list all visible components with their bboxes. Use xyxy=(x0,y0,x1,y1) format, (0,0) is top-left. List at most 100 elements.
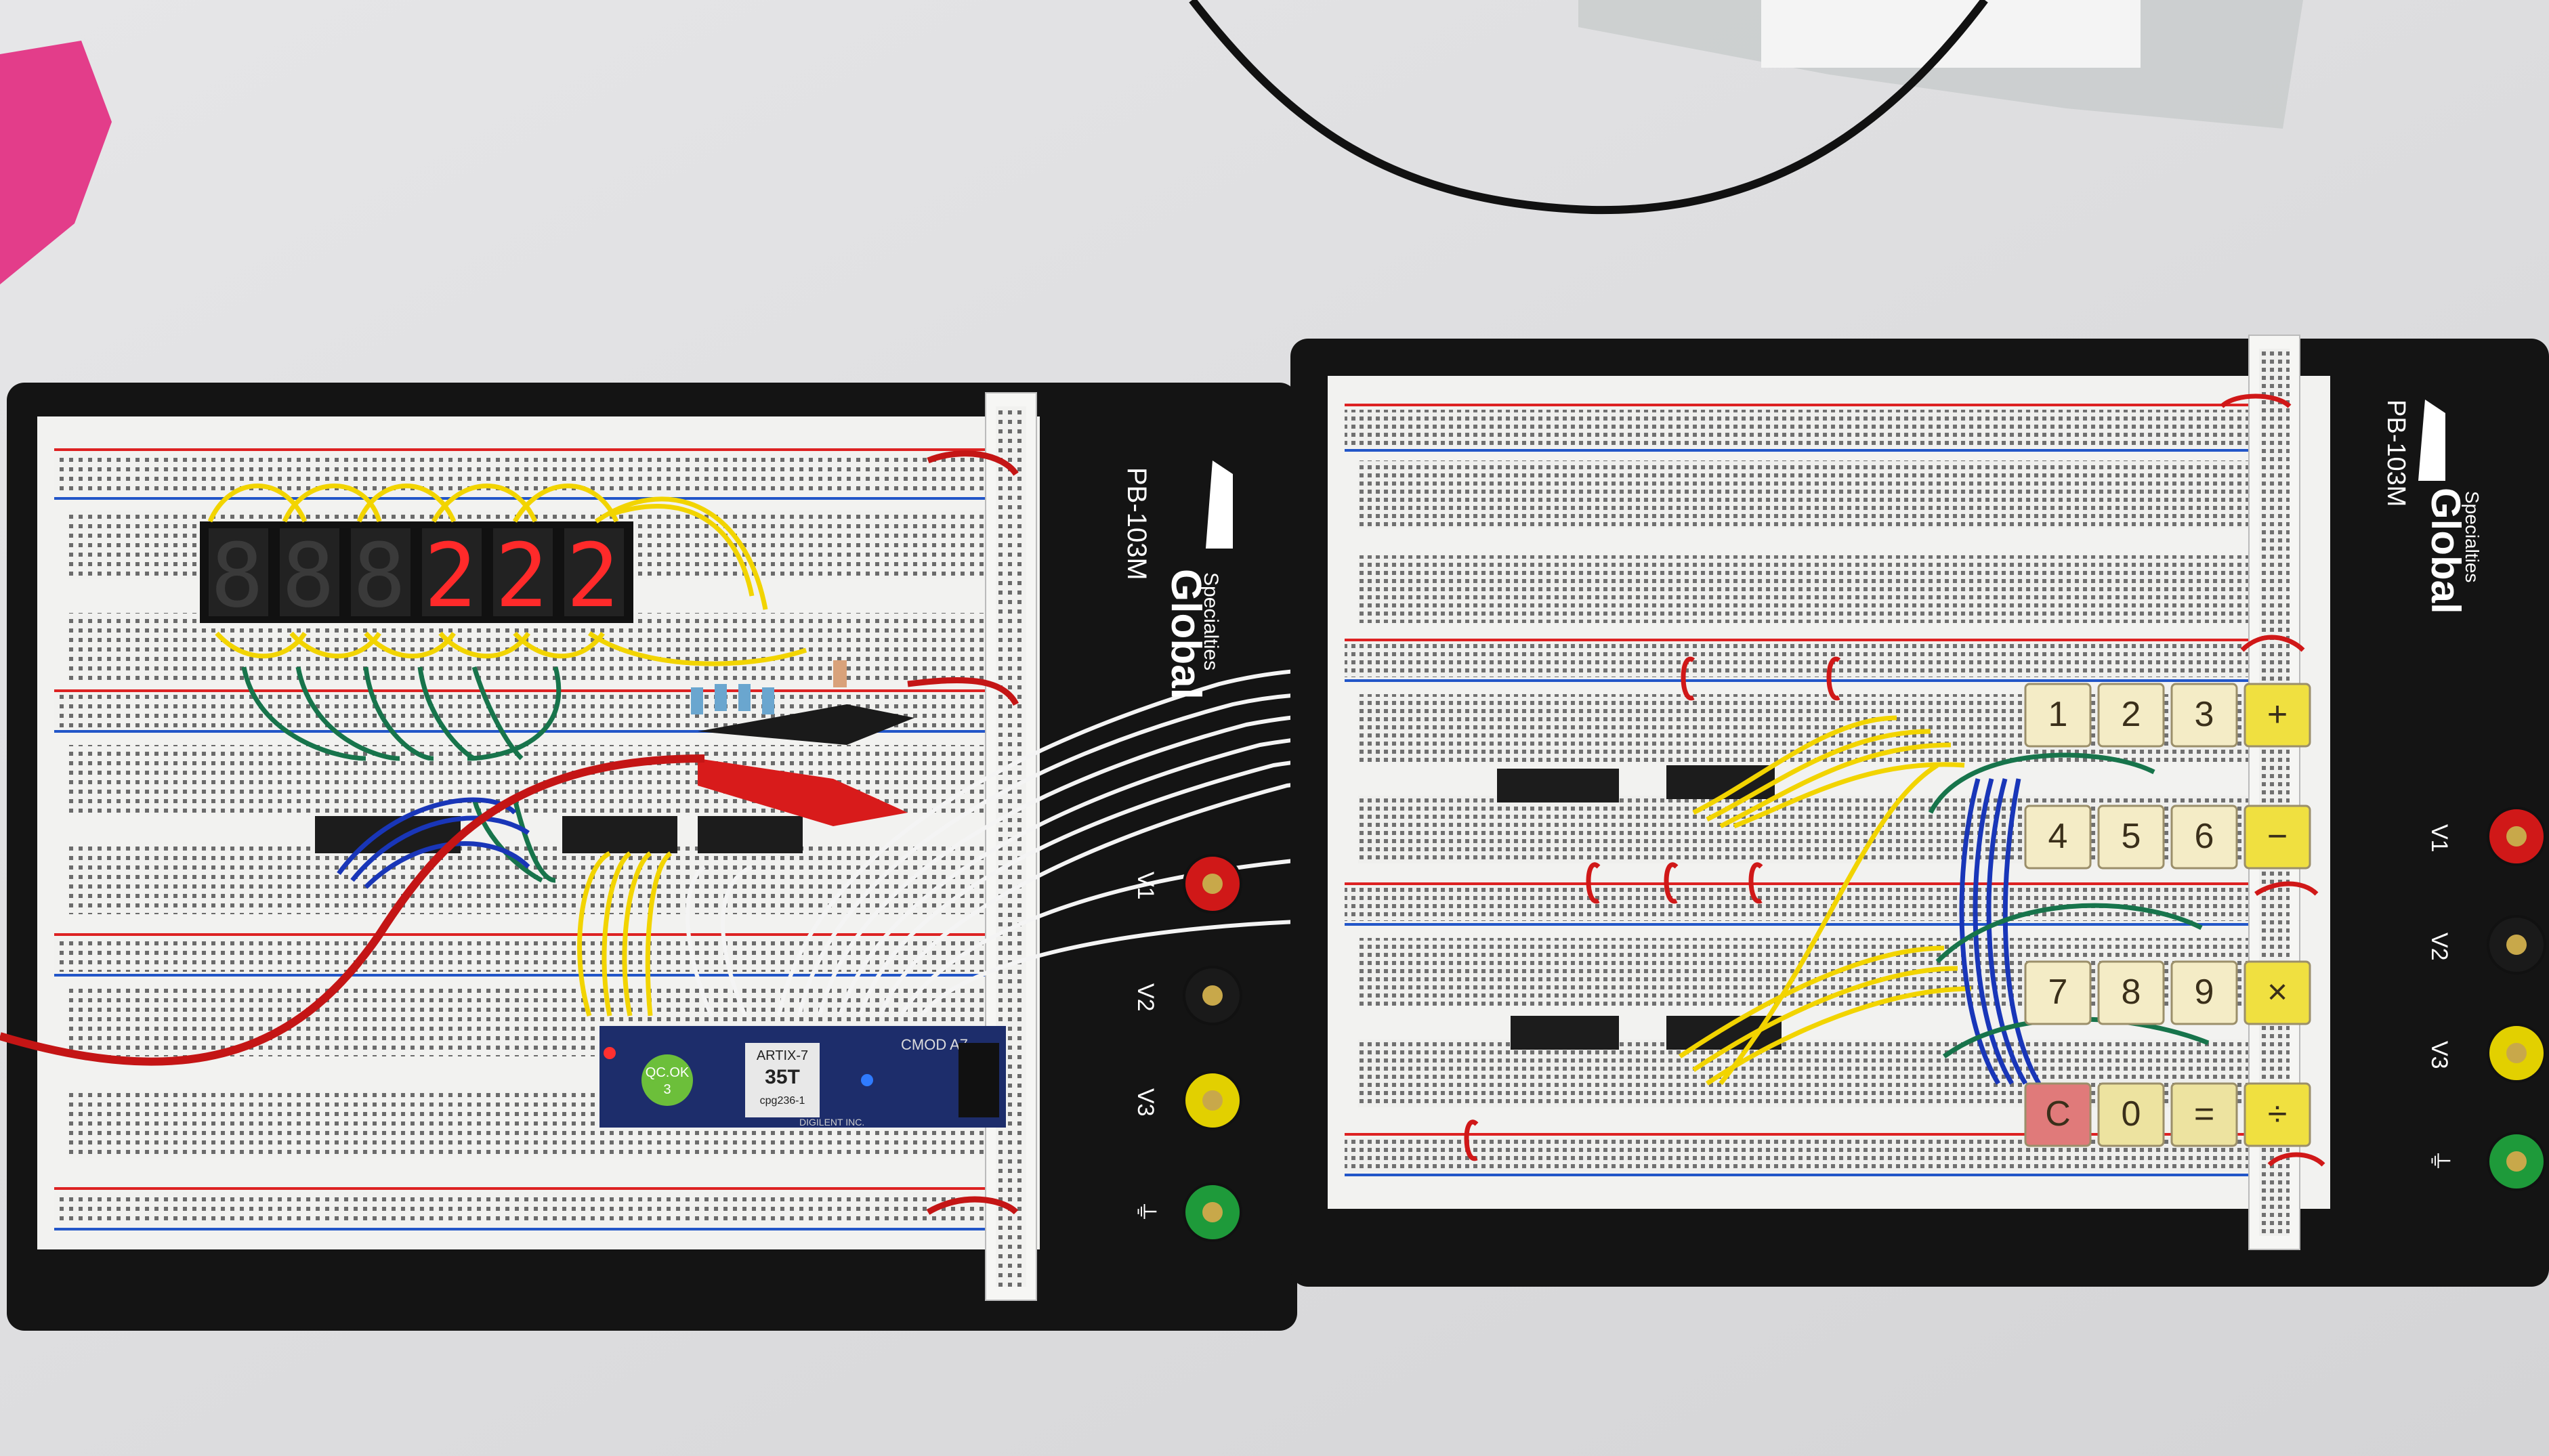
keypad-key[interactable] xyxy=(2097,683,2165,748)
status-led xyxy=(861,1074,873,1086)
keypad-key[interactable] xyxy=(2170,960,2238,1025)
keypad-key-label: C xyxy=(2045,1094,2071,1134)
ic-chip-3 xyxy=(698,816,803,853)
right-yellow-wires xyxy=(1679,715,1972,1086)
red-alligator-clip xyxy=(698,758,908,826)
binding-post-label: ⏚ xyxy=(2426,1149,2452,1172)
keypad-key-label: 5 xyxy=(2122,817,2141,856)
display-digit: 2 xyxy=(424,524,477,627)
keypad-key-label: 0 xyxy=(2122,1094,2141,1134)
keypad-key-label: − xyxy=(2267,817,2288,856)
binding-post-core xyxy=(2506,1151,2527,1172)
display-digit: 8 xyxy=(282,524,335,627)
right-board-sub: Specialties xyxy=(2462,491,2483,582)
binding-post-core xyxy=(1202,985,1223,1006)
display-digit: 2 xyxy=(495,524,548,627)
binding-post-core xyxy=(2506,826,2527,847)
left-board-model: PB-103M xyxy=(1122,467,1152,580)
keypad-key-label: 4 xyxy=(2048,817,2068,856)
ic-chip-7 xyxy=(1666,1016,1782,1050)
usb-cable xyxy=(1189,0,1988,215)
right-board-brand: Global xyxy=(2423,488,2468,614)
fpga-chip-size: 35T xyxy=(765,1066,800,1088)
keypad-key-label: = xyxy=(2194,1094,2214,1134)
fpga-chip-name: ARTIX-7 xyxy=(757,1048,808,1063)
keypad-key[interactable] xyxy=(2097,805,2165,870)
qc-label: QC.OK xyxy=(646,1065,690,1080)
resistors xyxy=(691,660,847,714)
keypad-key[interactable] xyxy=(2024,683,2092,748)
keypad-key[interactable] xyxy=(2243,960,2311,1025)
keypad-key[interactable] xyxy=(2243,805,2311,870)
fpga-module-name: CMOD A7 xyxy=(901,1036,968,1053)
keypad-key-label: 7 xyxy=(2048,972,2068,1012)
pink-foam xyxy=(0,41,112,284)
keypad-key-label: × xyxy=(2267,972,2288,1012)
keypad-key[interactable] xyxy=(2170,683,2238,748)
keypad-key[interactable] xyxy=(2170,805,2238,870)
left-board-brand: Global xyxy=(1162,569,1209,700)
right-red-jumpers xyxy=(1464,393,2325,1167)
display-digit: 2 xyxy=(566,524,619,627)
global-logo-icon xyxy=(1206,461,1233,549)
binding-post-core xyxy=(2506,1043,2527,1063)
digit-cell xyxy=(209,528,268,616)
keypad-key[interactable] xyxy=(2243,1082,2311,1147)
binding-post-label: V1 xyxy=(1133,872,1158,900)
fpga-chip-package: cpg236-1 xyxy=(760,1095,805,1107)
keypad-key-label: 1 xyxy=(2048,695,2068,734)
global-logo-icon-right xyxy=(2418,400,2445,481)
keypad-key[interactable] xyxy=(2243,683,2311,748)
keypad-key[interactable] xyxy=(2097,960,2165,1025)
left-panel-branding: PB-103M Global Specialties xyxy=(1122,461,1233,700)
keypad-key-label: + xyxy=(2267,695,2288,734)
binding-post-label: V3 xyxy=(1133,1088,1158,1117)
keypad-key[interactable] xyxy=(2024,1082,2092,1147)
qc-number: 3 xyxy=(663,1082,671,1097)
power-led xyxy=(604,1047,616,1059)
binding-post-label: V2 xyxy=(1133,983,1158,1012)
fpga-maker: DIGILENT INC. xyxy=(799,1117,864,1128)
binding-post-core xyxy=(1202,1090,1223,1111)
keypad-key-label: 2 xyxy=(2122,695,2141,734)
binding-post-core xyxy=(1202,1202,1223,1222)
right-panel-branding: PB-103M Global Specialties xyxy=(2382,400,2483,614)
digit-cell xyxy=(422,528,482,616)
binding-post-core xyxy=(1202,874,1223,894)
seven-segment-display xyxy=(200,521,633,623)
keypad-key[interactable] xyxy=(2024,805,2092,870)
digit-cell xyxy=(351,528,410,616)
right-board-model: PB-103M xyxy=(2382,400,2410,507)
ic-chip-4 xyxy=(1497,769,1619,802)
qc-sticker xyxy=(641,1054,693,1106)
left-power-rail-bottom xyxy=(54,1192,989,1226)
keypad-key[interactable] xyxy=(2024,960,2092,1025)
digit-cell xyxy=(564,528,624,616)
ic-chip-5 xyxy=(1666,765,1775,799)
yellow-wire-bundle xyxy=(577,851,673,1017)
digit-cell xyxy=(493,528,553,616)
fpga-header xyxy=(958,1043,999,1117)
binding-post-label: V3 xyxy=(2426,1041,2452,1069)
binding-post-core xyxy=(2506,935,2527,955)
display-digit: 8 xyxy=(211,524,264,627)
left-board-sub: Specialties xyxy=(1200,572,1222,670)
keypad-key-label: 9 xyxy=(2195,972,2214,1012)
left-power-rail-top xyxy=(54,454,989,494)
keypad-key-label: 8 xyxy=(2122,972,2141,1012)
digit-cell xyxy=(280,528,339,616)
ic-chip-2 xyxy=(562,816,677,853)
black-alligator-clip xyxy=(698,704,914,745)
red-power-wire xyxy=(0,754,705,1066)
keypad-key[interactable] xyxy=(2170,1082,2238,1147)
binding-post-label: V2 xyxy=(2426,933,2452,961)
keypad-key[interactable] xyxy=(2097,1082,2165,1147)
display-yellow-wires xyxy=(207,484,807,666)
bag-label xyxy=(1761,0,2141,68)
keypad-key-label: 6 xyxy=(2195,817,2214,856)
